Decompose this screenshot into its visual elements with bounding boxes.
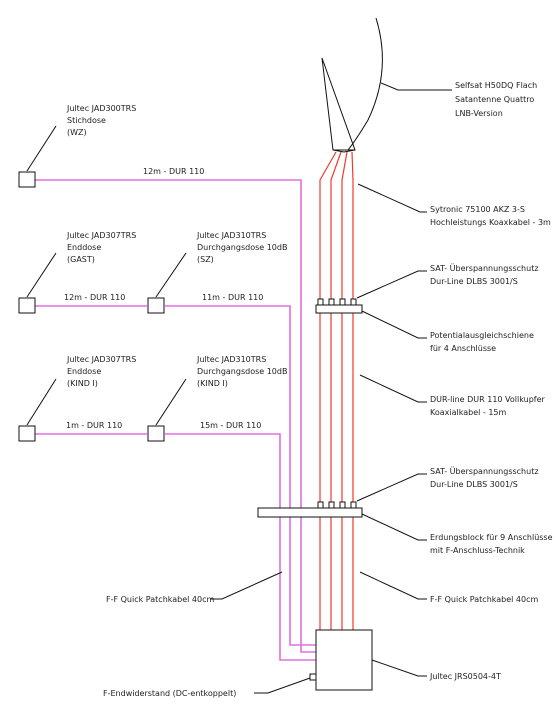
outlet-box-gast [18, 297, 36, 314]
antenna-label-2: Satantenne Quattro [455, 95, 534, 104]
antenna-leader [380, 82, 452, 91]
terminator-resistor [309, 673, 317, 681]
antenna-label-3: LNB-Version [455, 109, 503, 118]
outlet-box-kind-through [147, 425, 165, 442]
surge-top-label-2: Dur-Line DLBS 3001/S [430, 277, 518, 286]
surge-protector-top [317, 298, 357, 306]
surge-bottom-leader [356, 473, 427, 502]
cable-main-leader [359, 374, 427, 403]
kind-end-label-2: Enddose [67, 367, 101, 376]
outlet-cables [35, 179, 316, 661]
bus-bar [315, 304, 363, 314]
sz-leader [155, 252, 187, 298]
kind-through-label-1: Jultec JAD310TRS [196, 355, 266, 364]
multiswitch-leader [371, 659, 427, 677]
kind-end-label-3: (KIND I) [67, 379, 98, 388]
multiswitch-box [315, 629, 373, 691]
wz-label-2: Stichdose [67, 116, 106, 125]
ground-block-label-1: Erdungsblock für 9 Anschlüsse [430, 533, 553, 542]
sz-label-3: (SZ) [197, 255, 214, 264]
terminator-leader [254, 677, 311, 694]
multiswitch-label: Jultec JRS0504-4T [429, 672, 501, 681]
kind-end-label-1: Jultec JAD307TRS [66, 355, 136, 364]
outlet-box-sz [147, 297, 165, 314]
bus-bar-label-1: Potentialausgleichschiene [430, 331, 534, 340]
sz-label-1: Jultec JAD310TRS [196, 231, 266, 240]
cable-main-label-2: Koaxialkabel - 15m [430, 408, 506, 417]
cable-main-label-1: DUR-line DUR 110 Vollkupfer [430, 395, 546, 404]
ground-block-label-2: mit F-Anschluss-Technik [430, 546, 525, 555]
cable-wz-label: 12m - DUR 110 [143, 167, 204, 176]
ground-block-leader [361, 513, 427, 541]
gast-label-3: (GAST) [67, 255, 95, 264]
gast-leader [26, 252, 57, 298]
antenna-label-1: Selfsat H50DQ Flach [455, 81, 537, 90]
kind-through-label-2: Durchgangsdose 10dB [197, 367, 287, 376]
patch-right-label: F-F Quick Patchkabel 40cm [430, 595, 539, 604]
surge-protector-bottom [317, 501, 357, 509]
surge-top-label-1: SAT- Überspannungsschutz [430, 263, 539, 273]
wz-leader [26, 125, 57, 172]
cable-top-leader [357, 183, 427, 213]
surge-top-leader [356, 270, 427, 299]
terminator-label: F-Endwiderstand (DC-entkoppelt) [103, 689, 236, 698]
kind-through-leader [155, 378, 187, 426]
feed-cables [319, 151, 354, 660]
patch-right-leader [359, 571, 427, 600]
cable-top-label-1: Sytronic 75100 AKZ 3-S [430, 205, 525, 214]
cable-sz-label: 11m - DUR 110 [202, 293, 263, 302]
cable-kind-end-label: 1m - DUR 110 [66, 421, 122, 430]
surge-bottom-label-1: SAT- Überspannungsschutz [430, 466, 539, 476]
kind-end-leader [26, 378, 57, 426]
flat-antenna [321, 17, 383, 153]
wz-label-1: Jultec JAD300TRS [66, 104, 136, 113]
bus-bar-leader [361, 310, 427, 339]
cable-top-label-2: Hochleistungs Koaxkabel - 3m [430, 218, 551, 227]
cable-kind-through-label: 15m - DUR 110 [200, 421, 261, 430]
gast-label-1: Jultec JAD307TRS [66, 231, 136, 240]
surge-bottom-label-2: Dur-Line DLBS 3001/S [430, 480, 518, 489]
sz-label-2: Durchgangsdose 10dB [197, 243, 287, 252]
bus-bar-label-2: für 4 Anschlüsse [430, 344, 496, 353]
gast-label-2: Enddose [67, 243, 101, 252]
wz-label-3: (WZ) [67, 128, 87, 137]
outlet-box-kind-end [18, 425, 36, 442]
outlet-box-wz [18, 171, 36, 188]
patch-left-leader [210, 571, 283, 600]
cable-gast-label: 12m - DUR 110 [64, 293, 125, 302]
kind-through-label-3: (KIND I) [197, 379, 228, 388]
patch-left-label: F-F Quick Patchkabel 40cm [106, 595, 215, 604]
ground-block [257, 507, 363, 518]
